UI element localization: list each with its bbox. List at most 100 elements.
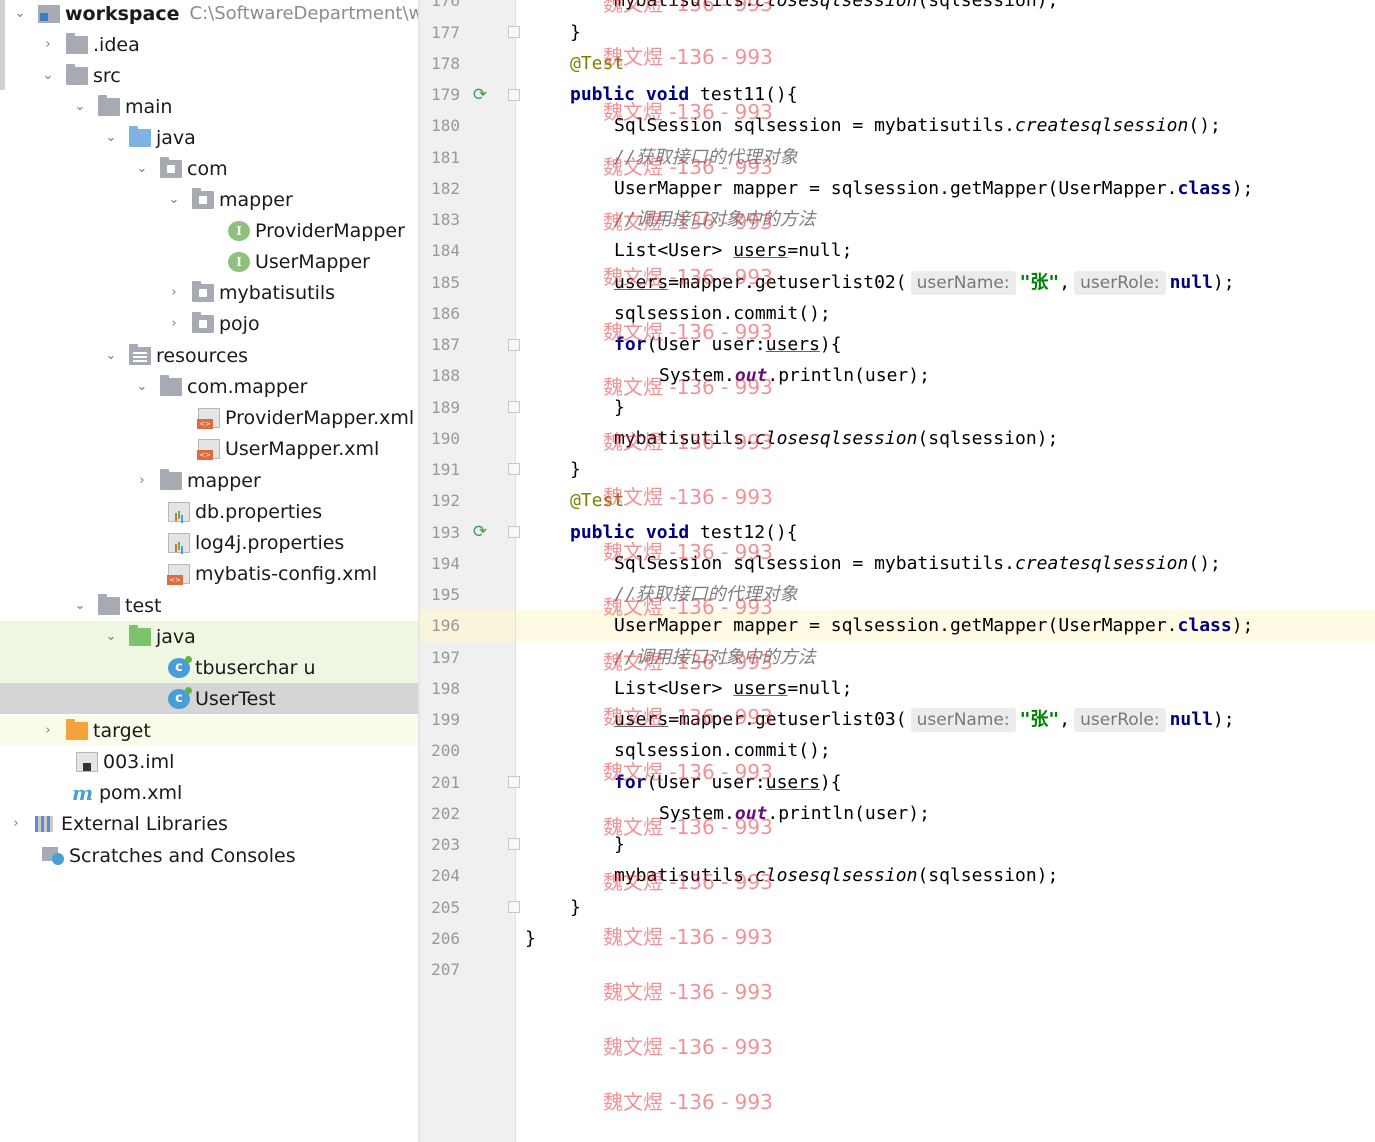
code-token: UserMapper mapper = sqlsession.getMapper… <box>614 615 1178 636</box>
code-line: for(User user:users){ <box>614 767 842 798</box>
tree-item-label: com <box>187 157 228 180</box>
chevron-down-icon[interactable]: ⌄ <box>105 628 117 644</box>
code-token: SqlSession sqlsession = mybatisutils. <box>614 115 1015 136</box>
chevron-right-icon[interactable]: › <box>45 36 51 52</box>
code-token: =null; <box>787 240 853 261</box>
chevron-right-icon[interactable]: › <box>171 315 177 331</box>
tree-item-label: log4j.properties <box>195 531 345 554</box>
watermark-text: 魏文煜 -136 - 993 <box>603 45 773 69</box>
watermark-text: 魏文煜 -136 - 993 <box>603 1090 773 1114</box>
chevron-right-icon[interactable]: › <box>45 722 51 738</box>
string-literal: "张" <box>1019 272 1060 293</box>
fold-marker-icon[interactable] <box>508 838 520 850</box>
tree-item-label: UserMapper <box>255 250 370 273</box>
chevron-right-icon[interactable]: › <box>13 815 19 831</box>
code-line: } <box>525 928 536 949</box>
tree-item-test[interactable]: ⌄ test <box>0 590 418 621</box>
tree-item-scratches[interactable]: Scratches and Consoles <box>0 840 418 871</box>
tree-item-label: UserTest <box>195 687 276 710</box>
tree-item-resources[interactable]: ⌄ resources <box>0 340 418 371</box>
code-line: } <box>570 459 581 480</box>
fold-marker-icon[interactable] <box>508 776 520 788</box>
fold-marker-icon[interactable] <box>508 89 520 101</box>
fold-marker-icon[interactable] <box>508 526 520 538</box>
line-number: 179 <box>431 85 460 104</box>
chevron-down-icon[interactable]: ⌄ <box>42 67 54 83</box>
chevron-down-icon[interactable]: ⌄ <box>74 597 86 613</box>
code-token: (sqlsession); <box>917 428 1059 449</box>
code-token: =mapper.getuserlist02( <box>668 272 907 293</box>
chevron-right-icon[interactable]: › <box>139 472 145 488</box>
tree-item-mybatisutils[interactable]: › mybatisutils <box>0 277 418 308</box>
tree-item-tbuserchar u[interactable]: c tbuserchar u <box>0 652 418 683</box>
line-number: 206 <box>431 929 460 948</box>
code-line: } <box>570 897 581 918</box>
line-number: 202 <box>431 804 460 823</box>
tree-scrollbar[interactable] <box>0 0 5 90</box>
tree-item-external-libraries[interactable]: › External Libraries <box>0 808 418 839</box>
code-token: ){ <box>819 772 842 793</box>
chevron-down-icon[interactable]: ⌄ <box>105 347 117 363</box>
chevron-down-icon[interactable]: ⌄ <box>14 5 26 21</box>
tree-item-db-properties[interactable]: db.properties <box>0 496 418 527</box>
code-token: (); <box>1188 115 1221 136</box>
tree-item-label: mapper <box>219 188 293 211</box>
tree-item-target[interactable]: › target <box>0 715 418 746</box>
tree-item-mybatis-config[interactable]: mybatis-config.xml <box>0 558 418 589</box>
fold-marker-icon[interactable] <box>508 463 520 475</box>
fold-marker-icon[interactable] <box>508 339 520 351</box>
tree-item-mapper-folder[interactable]: › mapper <box>0 465 418 496</box>
line-number: 187 <box>431 335 460 354</box>
tree-item-label: 003.iml <box>103 750 175 773</box>
tree-item-pom-xml[interactable]: m pom.xml <box>0 777 418 808</box>
code-token: users <box>765 334 820 355</box>
panel-divider[interactable] <box>418 0 420 1142</box>
comment: //调用接口对象中的方法 <box>614 647 816 668</box>
tree-item-com-mapper[interactable]: ⌄ com.mapper <box>0 371 418 402</box>
annotation: @Test <box>570 490 625 511</box>
tree-item-usermapper-xml[interactable]: UserMapper.xml <box>0 433 418 464</box>
chevron-down-icon[interactable]: ⌄ <box>74 98 86 114</box>
chevron-down-icon[interactable]: ⌄ <box>136 160 148 176</box>
watermark-text: 魏文煜 -136 - 993 <box>603 925 773 949</box>
tree-item-com[interactable]: ⌄ com <box>0 153 418 184</box>
maven-icon: m <box>72 780 94 805</box>
tree-item-providermapper[interactable]: I ProviderMapper <box>0 215 418 246</box>
run-test-icon[interactable]: ⟳ <box>472 85 488 105</box>
source-folder-icon <box>129 125 151 147</box>
tree-item-label: mybatisutils <box>219 281 336 304</box>
code-line: System.out.println(user); <box>659 798 930 829</box>
code-token: List<User> <box>614 240 734 261</box>
chevron-down-icon[interactable]: ⌄ <box>168 191 180 207</box>
tree-item-main[interactable]: ⌄ main <box>0 91 418 122</box>
line-number: 180 <box>431 116 460 135</box>
tree-item-workspace[interactable]: ⌄ workspace C:\SoftwareDepartment\w <box>0 0 418 29</box>
code-token: closesqlsession <box>754 428 918 449</box>
tree-item-usertest[interactable]: c UserTest <box>0 683 418 714</box>
tree-item-usermapper[interactable]: I UserMapper <box>0 246 418 277</box>
tree-item-src[interactable]: ⌄ src <box>0 60 418 91</box>
chevron-down-icon[interactable]: ⌄ <box>136 378 148 394</box>
tree-item-003-iml[interactable]: 003.iml <box>0 746 418 777</box>
tree-item-providermapper-xml[interactable]: ProviderMapper.xml <box>0 402 418 433</box>
code-token: mybatisutils. <box>614 428 755 449</box>
fold-marker-icon[interactable] <box>508 26 520 38</box>
run-test-icon[interactable]: ⟳ <box>472 522 488 542</box>
fold-marker-icon[interactable] <box>508 901 520 913</box>
line-number: 181 <box>431 148 460 167</box>
folder-icon <box>160 374 182 396</box>
line-number: 190 <box>431 429 460 448</box>
tree-item-java-main[interactable]: ⌄ java <box>0 122 418 153</box>
folder-icon <box>66 63 88 85</box>
code-line: public void test11(){ <box>570 79 798 110</box>
tree-item-java-test[interactable]: ⌄ java <box>0 621 418 652</box>
tree-item-idea[interactable]: › .idea <box>0 29 418 60</box>
fold-marker-icon[interactable] <box>508 401 520 413</box>
tree-item-log4j-properties[interactable]: log4j.properties <box>0 527 418 558</box>
keyword: class <box>1177 615 1232 636</box>
tree-item-mapper-package[interactable]: ⌄ mapper <box>0 184 418 215</box>
chevron-right-icon[interactable]: › <box>171 284 177 300</box>
chevron-down-icon[interactable]: ⌄ <box>105 129 117 145</box>
tree-item-pojo[interactable]: › pojo <box>0 308 418 339</box>
code-token: =null; <box>787 678 853 699</box>
